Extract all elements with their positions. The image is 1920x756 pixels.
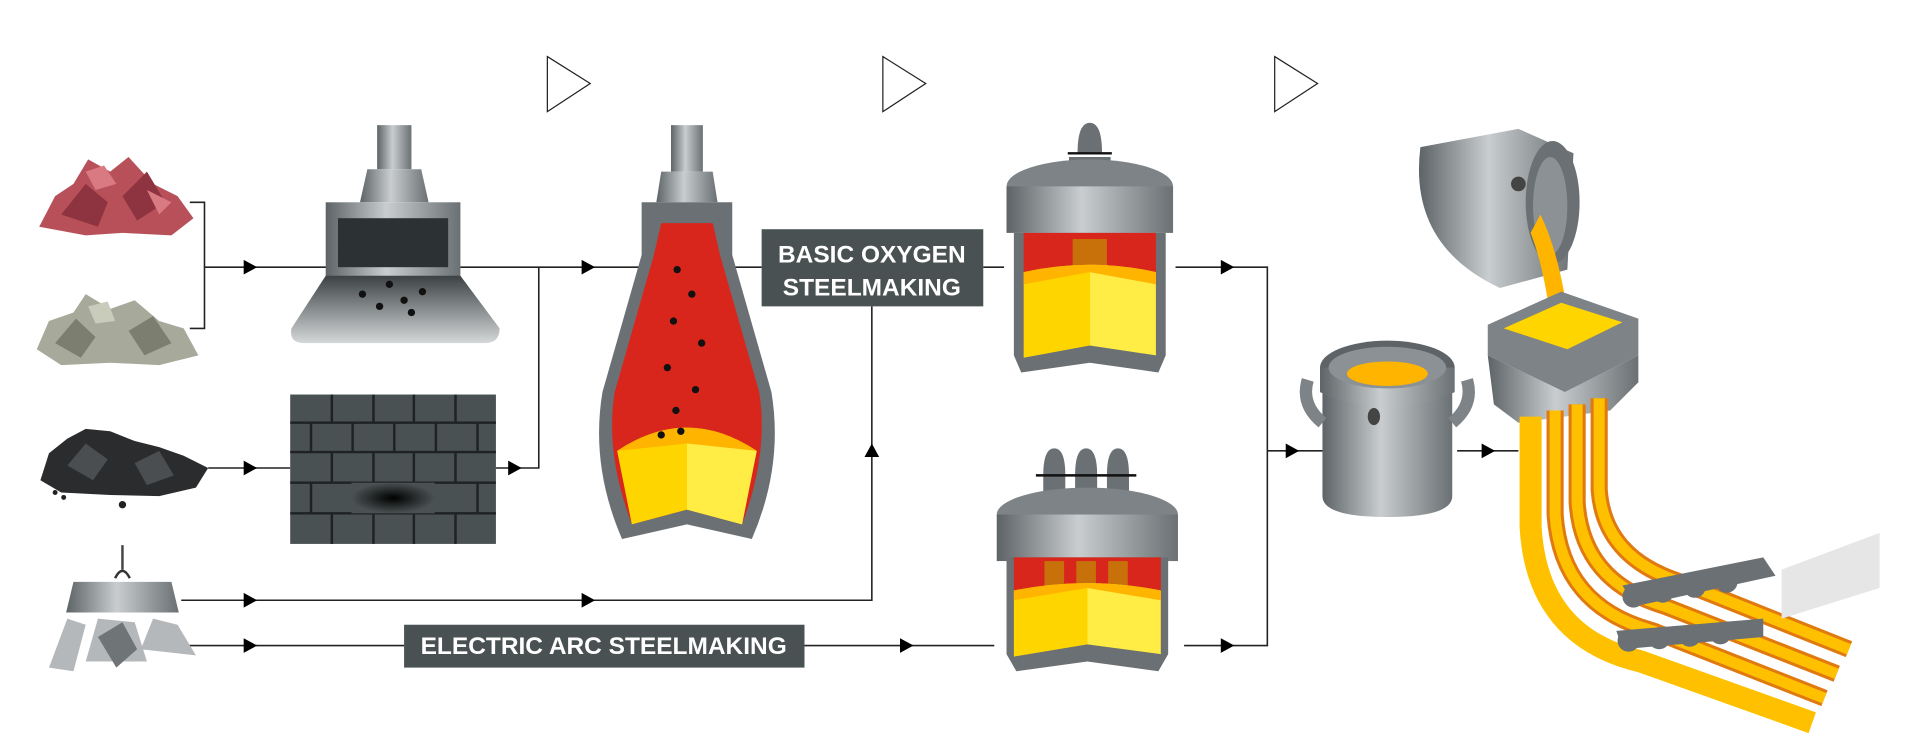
coal-pile xyxy=(40,428,209,509)
limestone-pile xyxy=(36,294,199,366)
basic-oxygen-steelmaking-label: BASIC OXYGEN STEELMAKING xyxy=(761,229,984,307)
eaf-label: ELECTRIC ARC STEELMAKING xyxy=(421,633,787,660)
scrap-magnet xyxy=(48,545,196,672)
stage-triangle-icons xyxy=(546,55,1319,113)
arrow-icon xyxy=(243,592,258,608)
arrow-icon xyxy=(1285,443,1300,459)
arrow-icon xyxy=(581,259,596,275)
arrow-icon xyxy=(581,592,596,608)
arrow-icon xyxy=(1220,259,1235,275)
iron-ore-pile xyxy=(39,156,194,236)
bos-label-line2: STEELMAKING xyxy=(783,274,961,301)
arrow-icon xyxy=(1220,638,1235,653)
ladle xyxy=(1299,340,1475,517)
arrow-icon xyxy=(243,460,258,476)
arrow-icon xyxy=(864,443,880,457)
flow-arrows xyxy=(243,259,1496,653)
arrow-icon xyxy=(243,638,258,653)
arrow-icon xyxy=(243,259,258,275)
electric-arc-furnace xyxy=(996,448,1178,672)
stage-triangle-icon xyxy=(882,55,927,113)
arrow-icon xyxy=(508,460,522,476)
arrow-icon xyxy=(1481,443,1496,459)
basic-oxygen-furnace xyxy=(1006,122,1174,373)
bos-label-line1: BASIC OXYGEN xyxy=(778,241,966,268)
sinter-plant xyxy=(291,125,500,344)
blast-furnace xyxy=(599,125,775,540)
stage-triangle-icon xyxy=(1274,55,1319,113)
electric-arc-steelmaking-label: ELECTRIC ARC STEELMAKING xyxy=(404,624,805,668)
continuous-caster xyxy=(1418,128,1880,734)
arrow-icon xyxy=(900,638,914,653)
coke-oven xyxy=(290,394,496,544)
stage-triangle-icon xyxy=(546,55,592,113)
